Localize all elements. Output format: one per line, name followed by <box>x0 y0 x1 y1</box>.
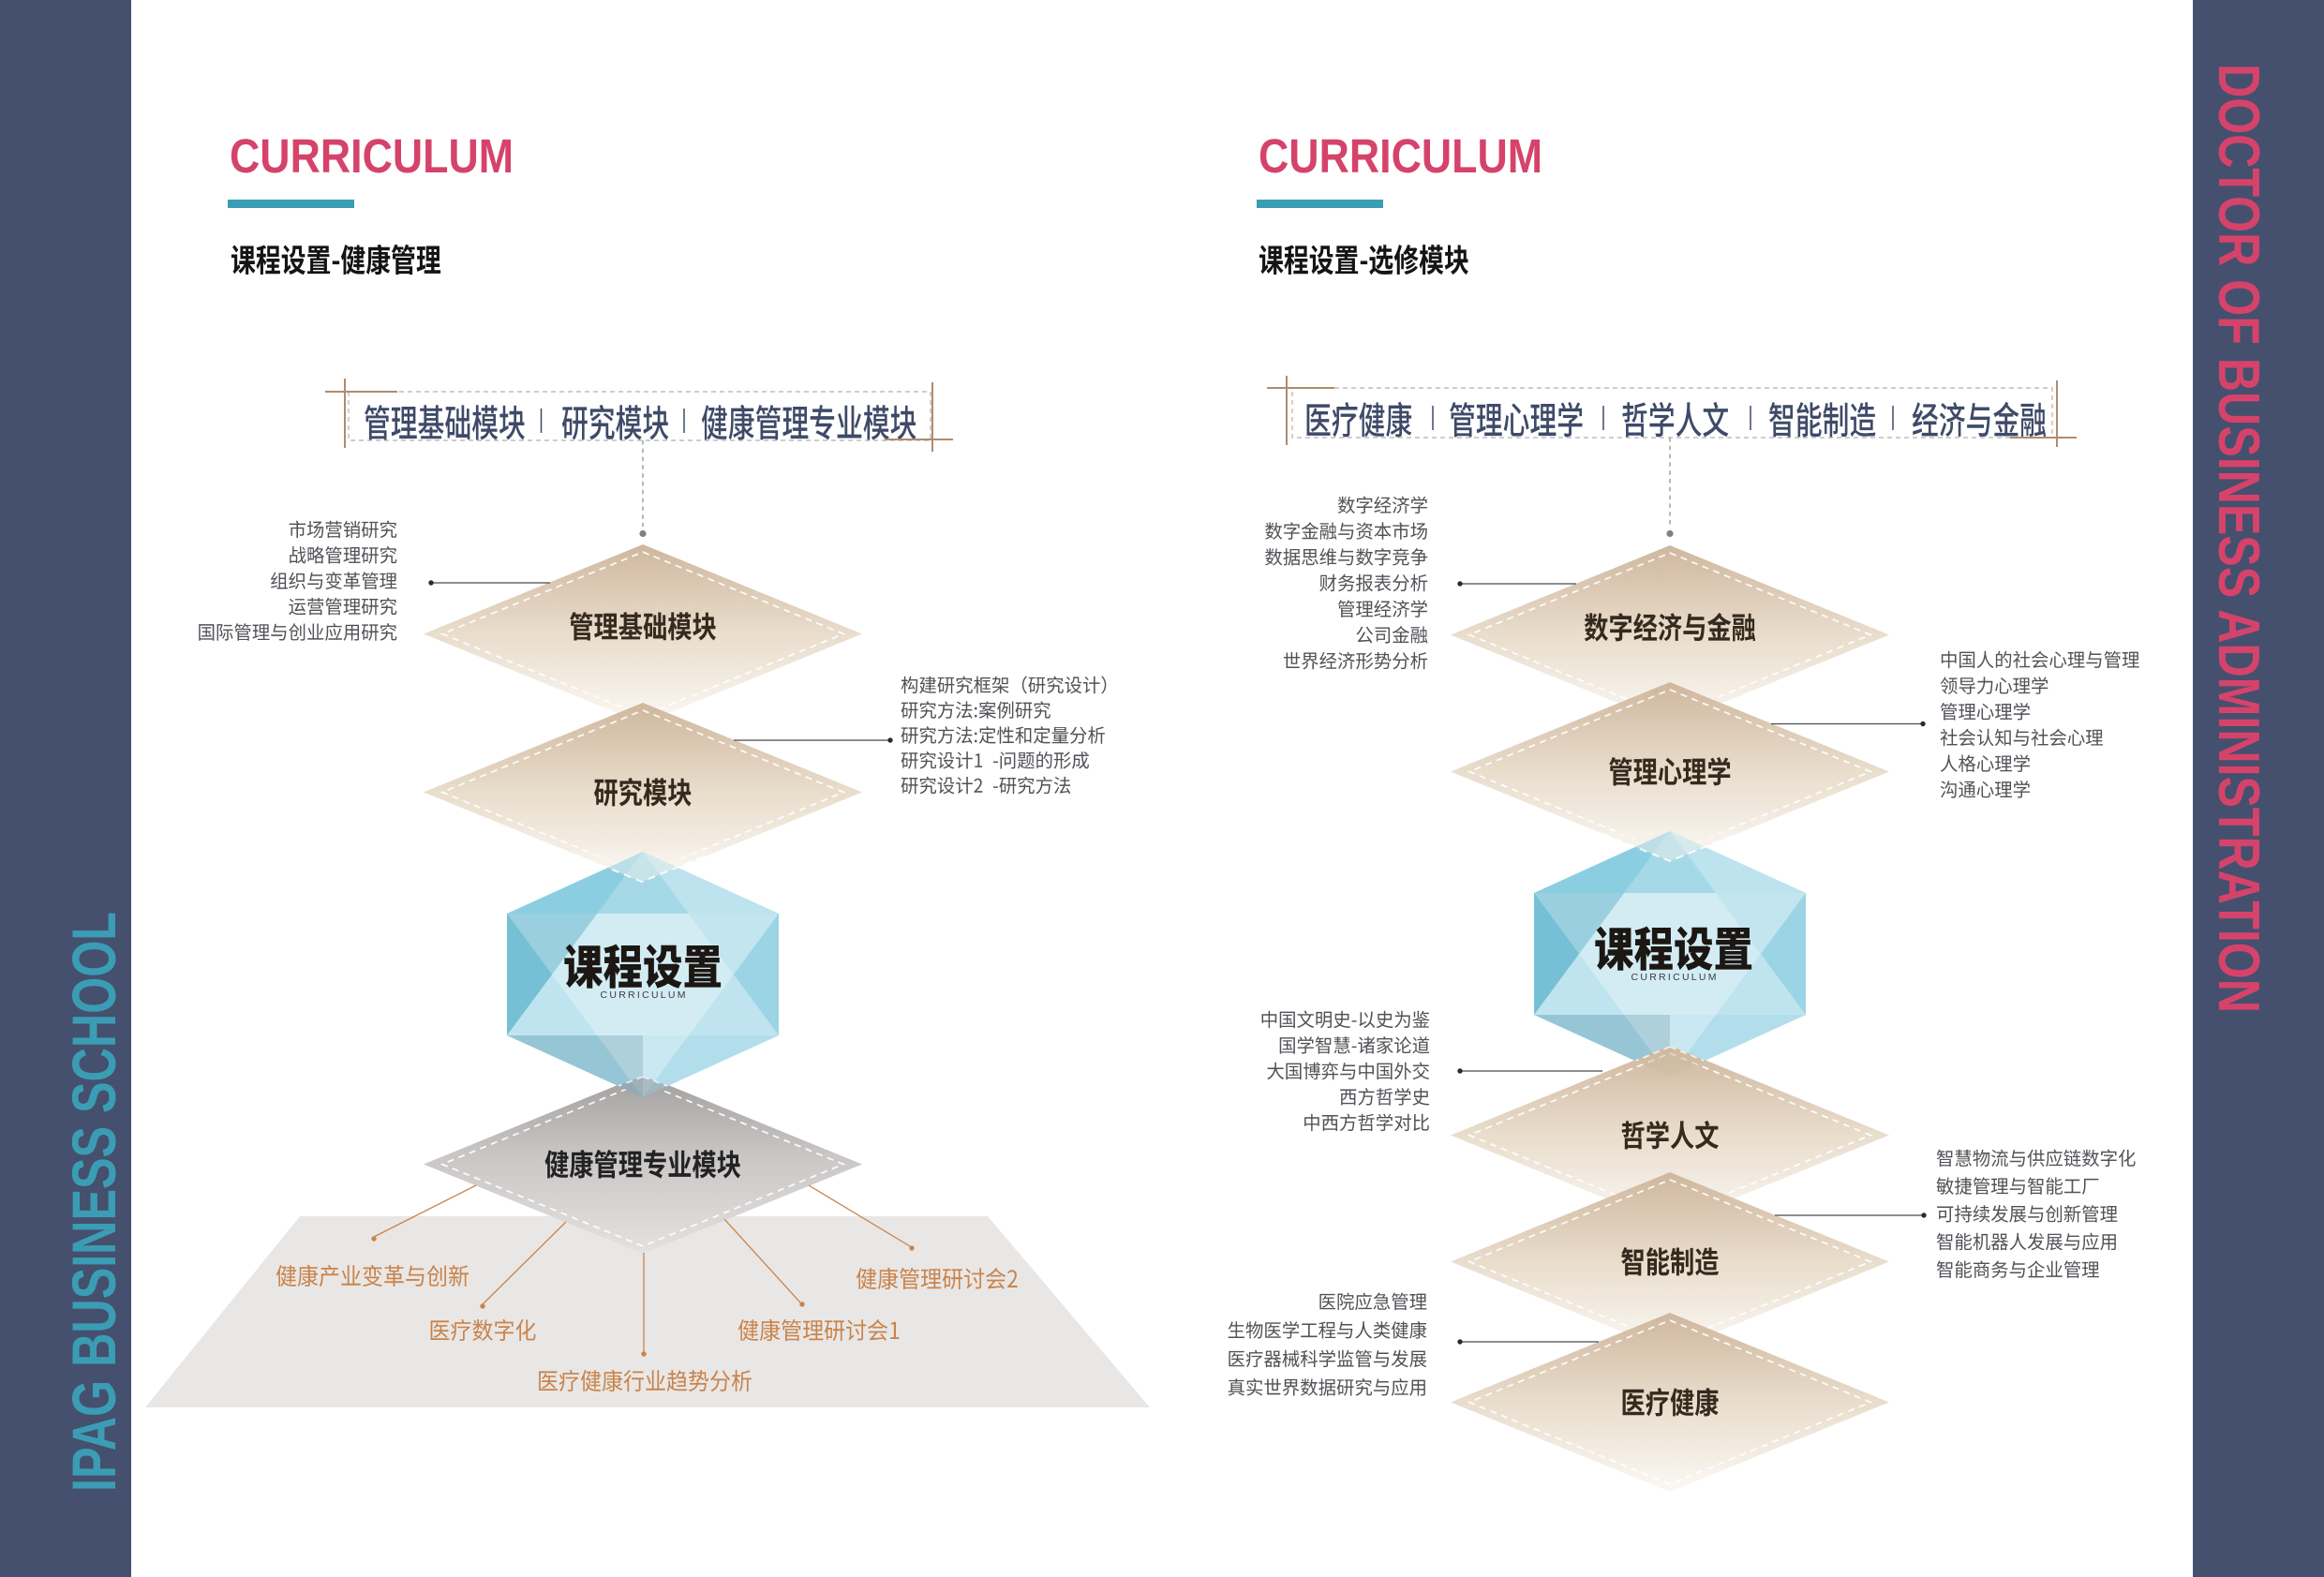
svg-text:CURRICULUM: CURRICULUM <box>1631 972 1717 983</box>
svg-text:IPAG BUSINESS SCHOOL: IPAG BUSINESS SCHOOL <box>59 912 128 1492</box>
svg-text:CURRICULUM: CURRICULUM <box>601 989 686 1001</box>
svg-text:CURRICULUM: CURRICULUM <box>1259 129 1542 183</box>
svg-text:CURRICULUM: CURRICULUM <box>230 129 514 183</box>
svg-text:DOCTOR OF BUSINESS ADMINISTRAT: DOCTOR OF BUSINESS ADMINISTRATION <box>2206 64 2271 1013</box>
